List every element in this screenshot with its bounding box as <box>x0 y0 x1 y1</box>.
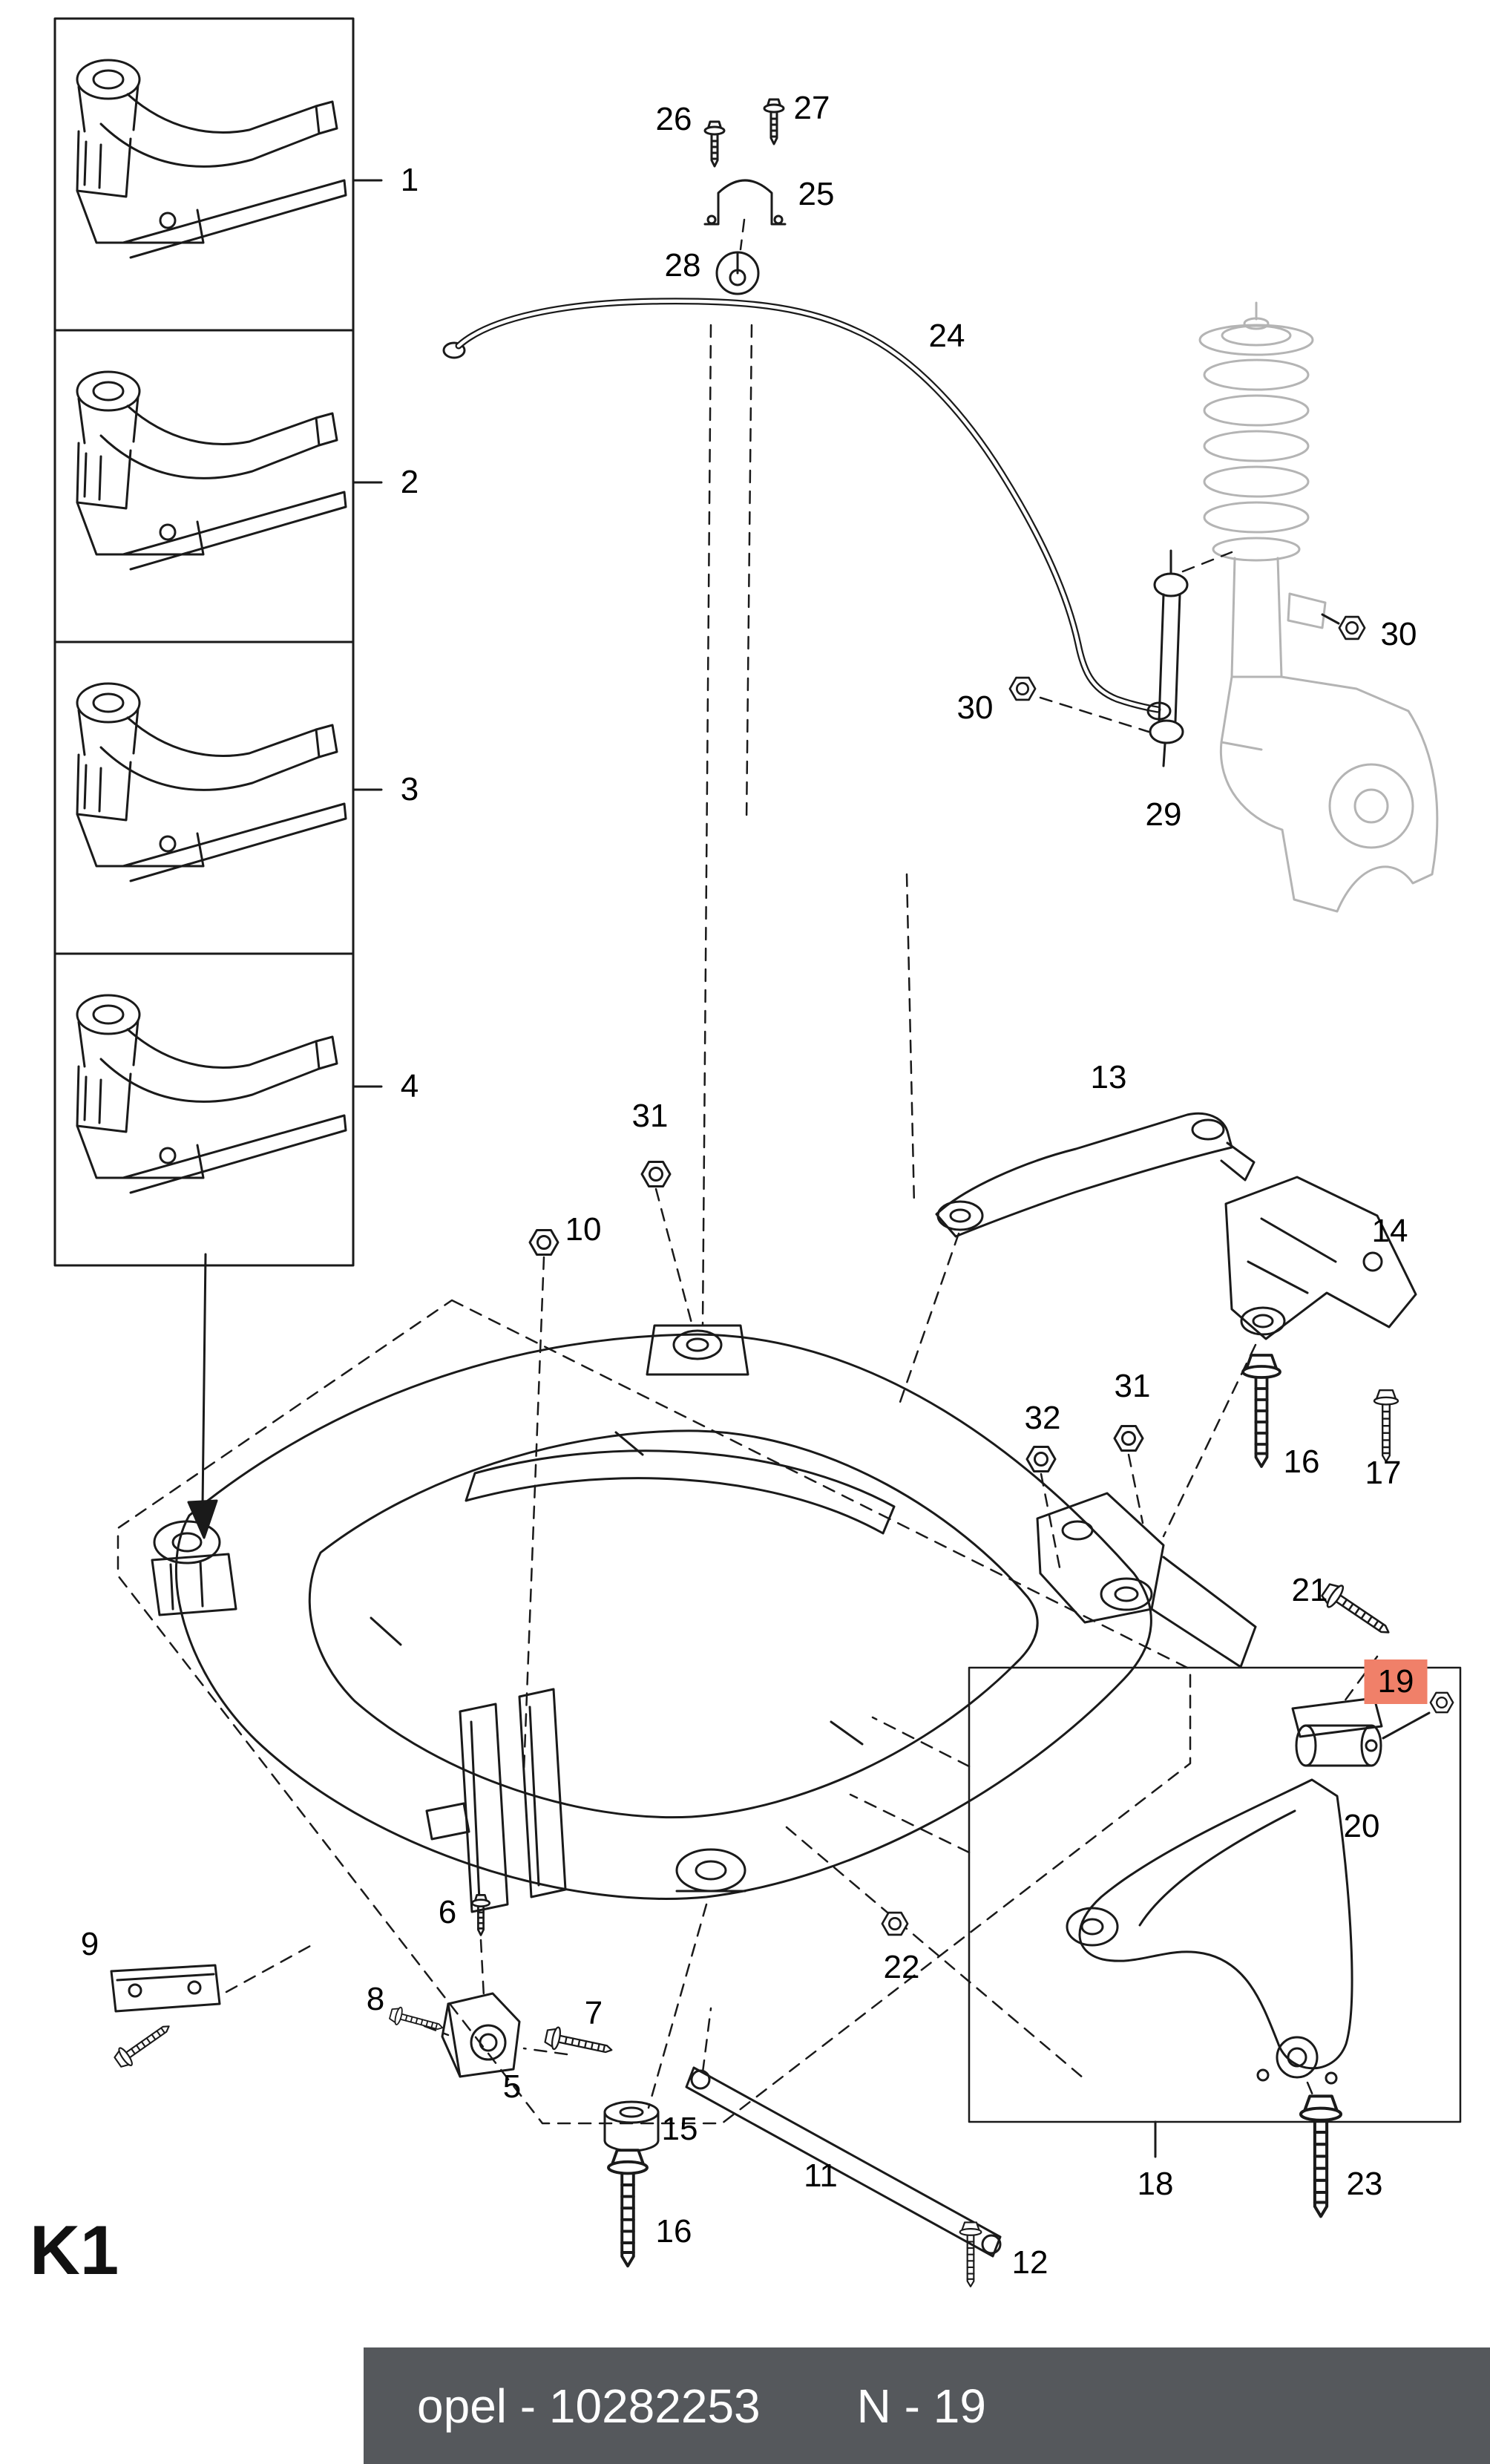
bracket-5 <box>441 1992 521 2078</box>
callout-7[interactable]: 7 <box>584 1995 603 2031</box>
bracket-14 <box>1224 1176 1417 1340</box>
callout-29[interactable]: 29 <box>1145 796 1182 833</box>
skid-bracket-9 <box>110 1964 221 2013</box>
control-arm-assembly <box>968 1666 1462 2158</box>
footer-part-number: opel - 10282253 <box>417 2379 761 2433</box>
bolt-9 <box>111 2016 176 2071</box>
brace-11 <box>685 2066 1002 2258</box>
bolt-8 <box>387 2005 446 2037</box>
stabilizer-bar <box>442 298 1172 721</box>
callout-16-bottom[interactable]: 16 <box>655 2213 692 2250</box>
callout-28[interactable]: 28 <box>664 247 701 284</box>
callout-30-left[interactable]: 30 <box>956 689 994 726</box>
bolt-7 <box>543 2024 615 2062</box>
callout-23[interactable]: 23 <box>1346 2166 1383 2202</box>
bolt-17 <box>1373 1389 1399 1463</box>
screw-6 <box>470 1894 491 1936</box>
callout-2[interactable]: 2 <box>400 464 419 500</box>
nut-31-upper <box>640 1161 672 1187</box>
callout-6[interactable]: 6 <box>438 1894 457 1930</box>
callout-1[interactable]: 1 <box>400 162 419 198</box>
bolt-23 <box>1301 2096 1341 2216</box>
callout-32[interactable]: 32 <box>1024 1400 1061 1436</box>
callout-3[interactable]: 3 <box>400 771 419 807</box>
callout-5[interactable]: 5 <box>502 2068 522 2105</box>
nut-30-left <box>1008 676 1037 701</box>
stabilizer-bushing <box>715 251 760 295</box>
callout-24[interactable]: 24 <box>928 318 965 354</box>
callout-18[interactable]: 18 <box>1137 2166 1174 2202</box>
callout-30-right[interactable]: 30 <box>1380 616 1417 652</box>
subframe-variant-thumbnails <box>53 17 383 1267</box>
bolt-21 <box>1317 1579 1397 1644</box>
callout-31-upper[interactable]: 31 <box>631 1098 669 1134</box>
callout-12[interactable]: 12 <box>1011 2244 1048 2281</box>
callout-10[interactable]: 10 <box>565 1211 602 1248</box>
nut-30-right <box>1338 615 1366 640</box>
callout-11[interactable]: 11 <box>804 2157 838 2194</box>
screw-26 <box>703 120 726 168</box>
callout-25[interactable]: 25 <box>798 176 835 212</box>
strut-knuckle-assembly <box>1198 301 1439 913</box>
section-code: K1 <box>30 2211 119 2289</box>
nut-22 <box>881 1911 909 1936</box>
callout-16-right[interactable]: 16 <box>1283 1444 1320 1480</box>
leader-30-right <box>1321 613 1340 625</box>
callout-14[interactable]: 14 <box>1371 1213 1408 1249</box>
callout-26[interactable]: 26 <box>655 101 692 137</box>
footer-bar: opel - 10282253 N - 19 <box>364 2347 1490 2464</box>
bolt-16-bottom <box>607 2149 649 2268</box>
callout-17[interactable]: 17 <box>1365 1455 1402 1491</box>
bracket-13 <box>935 1112 1256 1238</box>
callout-20[interactable]: 20 <box>1343 1808 1380 1844</box>
footer-page-ref: N - 19 <box>856 2379 986 2433</box>
nut-32 <box>1025 1446 1057 1472</box>
callout-22[interactable]: 22 <box>883 1949 920 1985</box>
callout-8[interactable]: 8 <box>366 1981 385 2017</box>
callout-9[interactable]: 9 <box>80 1926 99 1962</box>
bolt-16-right <box>1241 1354 1281 1468</box>
callout-4[interactable]: 4 <box>400 1068 419 1104</box>
callout-31-lower[interactable]: 31 <box>1114 1368 1151 1404</box>
nut-31-lower <box>1113 1425 1144 1452</box>
screw-27 <box>763 98 785 145</box>
nut-10 <box>528 1229 559 1256</box>
stabilizer-clamp <box>703 179 787 226</box>
reference-arrow <box>187 1253 218 1539</box>
callout-19-highlighted[interactable]: 19 <box>1364 1659 1428 1704</box>
callout-21[interactable]: 21 <box>1291 1572 1328 1608</box>
front-subframe <box>151 1324 1257 1913</box>
nut-19 <box>1429 1691 1454 1714</box>
bushing-15 <box>603 2100 660 2152</box>
bolt-12 <box>959 2221 982 2287</box>
callout-13[interactable]: 13 <box>1090 1059 1127 1095</box>
stabilizer-link <box>1149 549 1189 767</box>
callout-27[interactable]: 27 <box>793 90 830 126</box>
callout-15[interactable]: 15 <box>661 2111 698 2147</box>
